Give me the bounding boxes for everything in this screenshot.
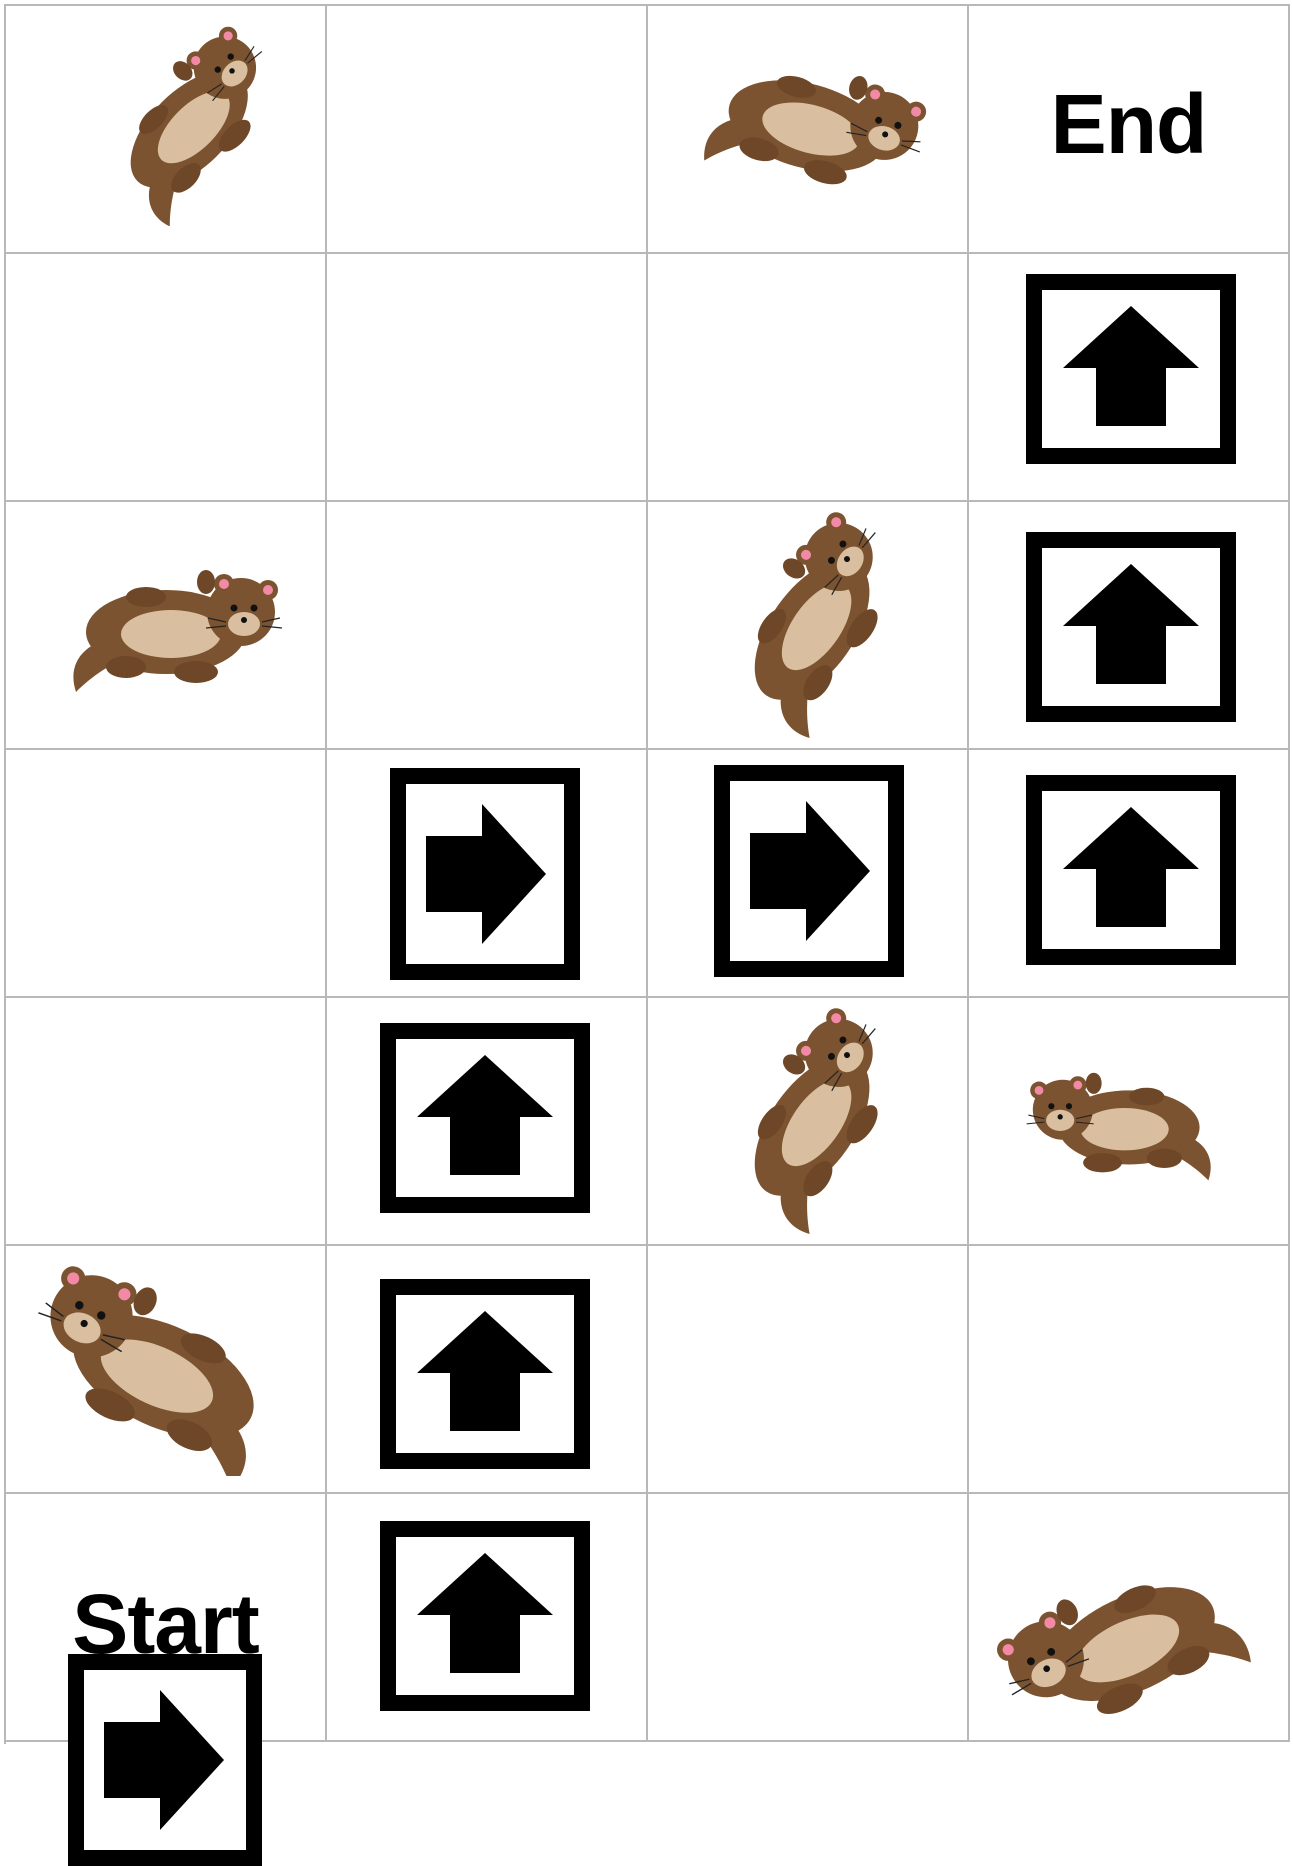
board-cell	[969, 998, 1290, 1246]
board-cell	[969, 502, 1290, 750]
board-cell	[327, 998, 648, 1246]
board-cell	[648, 998, 969, 1246]
board-row	[6, 750, 1290, 998]
board-cell	[327, 1246, 648, 1494]
board-grid: End	[4, 4, 1290, 1744]
arrow-up-icon	[396, 1537, 574, 1695]
otter-image	[979, 1544, 1279, 1734]
up-arrow-card	[380, 1279, 590, 1469]
board-row	[6, 998, 1290, 1246]
board-cell	[969, 254, 1290, 502]
right-arrow-card	[714, 765, 904, 977]
board-cell	[6, 1246, 327, 1494]
board-cell	[327, 502, 648, 750]
otter-image	[688, 512, 928, 742]
board-cell	[327, 6, 648, 254]
arrow-up-icon	[1042, 548, 1220, 706]
arrow-up-icon	[1042, 290, 1220, 448]
arrow-right-icon	[84, 1670, 246, 1850]
board-cell	[969, 1494, 1290, 1742]
up-arrow-card	[380, 1023, 590, 1213]
otter-image	[688, 1008, 928, 1238]
up-arrow-card	[1026, 775, 1236, 965]
up-arrow-card	[1026, 532, 1236, 722]
board-cell	[969, 750, 1290, 998]
board-cell	[6, 254, 327, 502]
board-cell	[327, 750, 648, 998]
board-row	[6, 502, 1290, 750]
otter-image	[668, 36, 948, 206]
board-cell	[969, 1246, 1290, 1494]
arrow-up-icon	[396, 1295, 574, 1453]
arrow-up-icon	[396, 1039, 574, 1197]
right-arrow-card	[390, 768, 580, 980]
arrow-up-icon	[1042, 791, 1220, 949]
otter-image	[21, 542, 311, 712]
up-arrow-card	[1026, 274, 1236, 464]
board-cell: End	[969, 6, 1290, 254]
board-cell	[648, 1494, 969, 1742]
board-cell	[648, 502, 969, 750]
board-cell	[6, 6, 327, 254]
board-row: End	[6, 6, 1290, 254]
board-row	[6, 254, 1290, 502]
otter-image	[984, 1048, 1274, 1198]
board-row	[6, 1246, 1290, 1494]
end-label: End	[969, 76, 1288, 173]
board-cell	[6, 502, 327, 750]
board-cell	[648, 6, 969, 254]
start-right-arrow-card	[68, 1654, 262, 1866]
board-cell	[327, 1494, 648, 1742]
board-cell	[6, 750, 327, 998]
otter-image	[76, 26, 296, 226]
board-cell	[648, 1246, 969, 1494]
board-row: Start	[6, 1494, 1290, 1742]
board-cell	[6, 998, 327, 1246]
otter-image	[21, 1266, 311, 1476]
board-cell: Start	[6, 1494, 327, 1742]
up-arrow-card	[380, 1521, 590, 1711]
board-cell	[648, 750, 969, 998]
board-cell	[327, 254, 648, 502]
arrow-right-icon	[406, 784, 564, 964]
arrow-right-icon	[730, 781, 888, 961]
board-cell	[648, 254, 969, 502]
